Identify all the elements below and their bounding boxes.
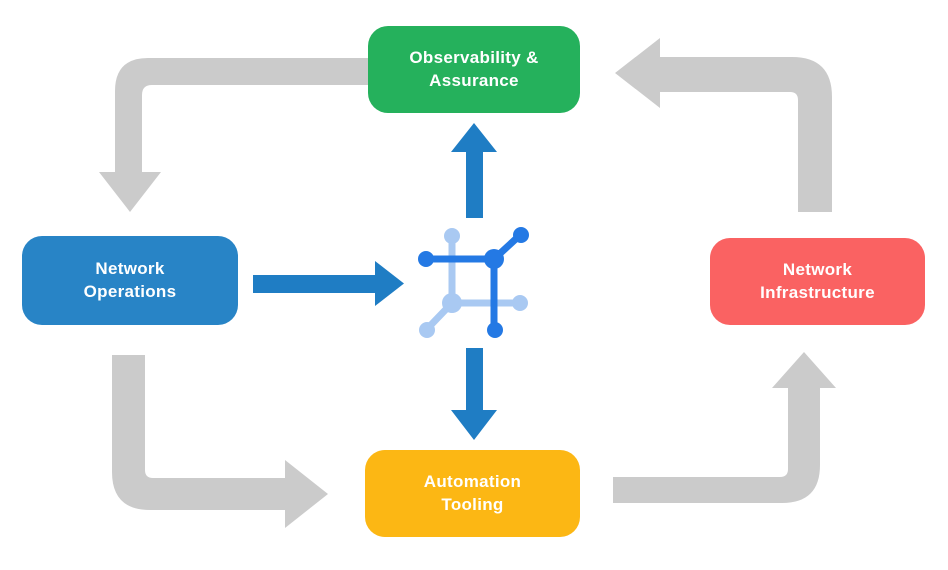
node-observability-label: Observability & Assurance xyxy=(409,47,539,90)
icon-dark-dot-top-right xyxy=(513,227,529,243)
arrow-center-to-observability xyxy=(451,123,497,218)
icon-light-dot-top xyxy=(444,228,460,244)
icon-dark-dot-bottom xyxy=(487,322,503,338)
icon-dark-node xyxy=(484,249,504,269)
arrow-tooling-to-infrastructure xyxy=(613,352,836,503)
arrow-infrastructure-to-observability xyxy=(615,38,832,212)
node-tooling-label: Automation Tooling xyxy=(423,471,522,514)
icon-light-dot-right xyxy=(512,295,528,311)
icon-light-dot-bottom-left xyxy=(419,322,435,338)
icon-light-node xyxy=(442,293,462,313)
icon-dark-dot-left xyxy=(418,251,434,267)
arrow-center-to-tooling xyxy=(451,348,497,440)
arrow-observability-to-operations xyxy=(99,58,368,212)
network-automation-icon xyxy=(418,227,529,338)
node-infrastructure-label: Network Infrastructure xyxy=(760,259,875,302)
node-operations: Network Operations xyxy=(22,236,238,325)
arrow-operations-to-center xyxy=(253,261,404,306)
node-observability: Observability & Assurance xyxy=(368,26,580,113)
node-infrastructure: Network Infrastructure xyxy=(710,238,925,325)
node-tooling: Automation Tooling xyxy=(365,450,580,537)
arrow-operations-to-tooling xyxy=(112,355,328,528)
node-operations-label: Network Operations xyxy=(83,258,177,301)
